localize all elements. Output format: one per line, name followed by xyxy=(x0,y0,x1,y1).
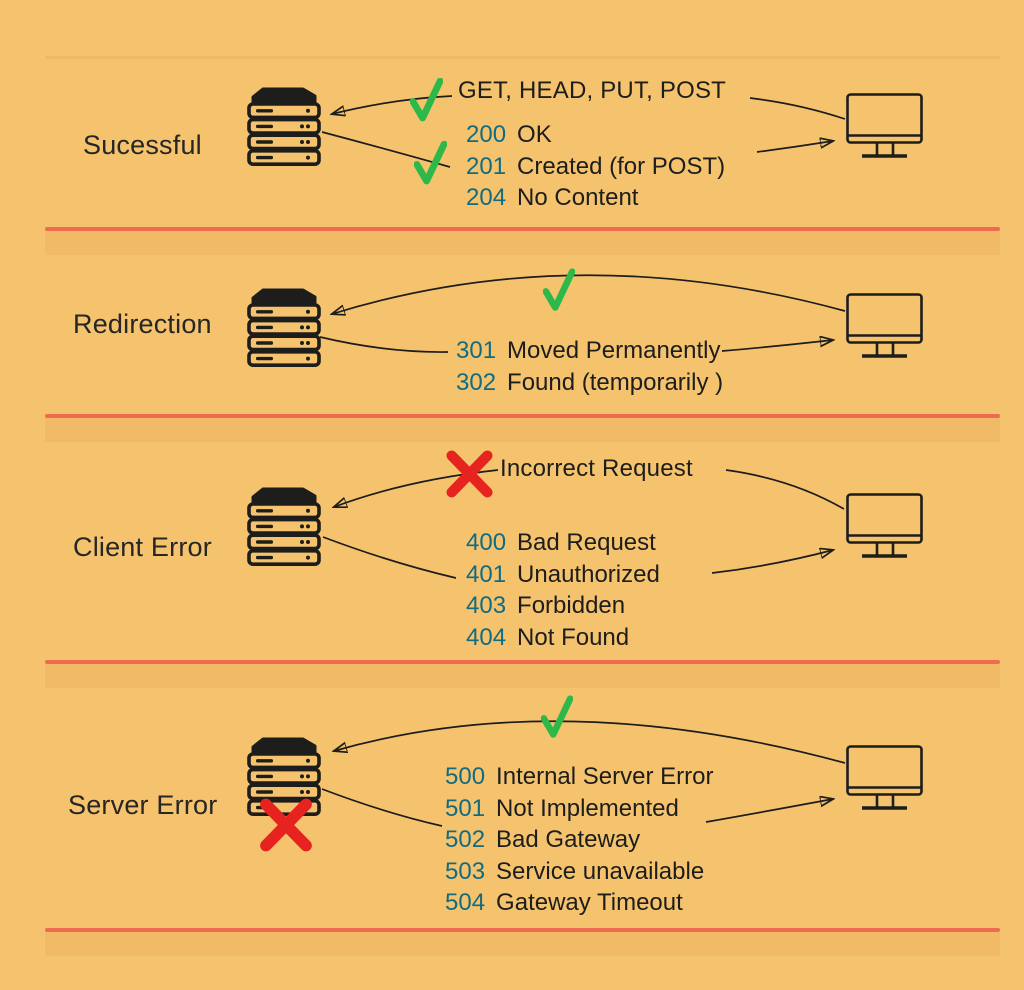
status-desc: Found (temporarily ) xyxy=(507,368,724,396)
top-divider xyxy=(45,56,1000,59)
status-desc: Gateway Timeout xyxy=(496,889,683,916)
cross-icon xyxy=(257,796,315,853)
status-desc: No Content xyxy=(517,184,639,211)
cross-icon xyxy=(446,447,493,500)
status-code-list: 301 Moved Permanently 302 Found (tempora… xyxy=(456,335,723,398)
status-code-row: 400 Bad Request xyxy=(466,527,660,559)
status-code: 404 xyxy=(466,623,507,651)
server-icon xyxy=(246,87,322,167)
status-code-row: 201 Created (for POST) xyxy=(466,151,725,183)
status-desc: Not Implemented xyxy=(496,794,679,822)
request-methods-text: GET, HEAD, PUT, POST xyxy=(458,77,727,104)
status-code-row: 503 Service unavailable xyxy=(445,856,713,888)
status-code-row: 302 Found (temporarily ) xyxy=(456,367,723,399)
status-code: 204 xyxy=(466,184,507,211)
status-code: 401 xyxy=(466,560,507,588)
status-desc: Forbidden xyxy=(517,592,626,619)
bottom-divider xyxy=(45,928,1000,956)
monitor-icon xyxy=(846,745,924,811)
section-divider-1 xyxy=(45,227,1000,255)
status-code: 201 xyxy=(466,152,507,180)
request-error-text: Incorrect Request xyxy=(500,455,693,482)
status-desc: Internal Server Error xyxy=(496,763,714,790)
status-code: 500 xyxy=(445,763,486,790)
monitor-icon xyxy=(846,293,924,359)
server-icon xyxy=(246,487,322,567)
checkmark-icon xyxy=(414,141,447,186)
section-label-client-error: Client Error xyxy=(73,532,212,562)
status-code: 200 xyxy=(466,121,507,148)
checkmark-icon xyxy=(541,695,573,740)
server-icon xyxy=(246,288,322,368)
status-code-list: 400 Bad Request 401 Unauthorized 403 For… xyxy=(466,527,660,653)
section-label-successful: Sucessful xyxy=(83,130,202,160)
status-desc: Not Found xyxy=(517,623,630,651)
monitor-icon xyxy=(846,93,924,159)
status-code-list: 200 OK 201 Created (for POST) 204 No Con… xyxy=(466,119,725,214)
status-code-row: 500 Internal Server Error xyxy=(445,761,713,793)
status-desc: Created (for POST) xyxy=(517,152,726,180)
checkmark-icon xyxy=(410,78,443,123)
status-desc: Service unavailable xyxy=(496,857,705,885)
status-code-row: 501 Not Implemented xyxy=(445,793,713,825)
status-code-row: 403 Forbidden xyxy=(466,590,660,622)
status-code: 400 xyxy=(466,529,507,556)
status-desc: OK xyxy=(517,121,552,148)
status-code: 502 xyxy=(445,826,486,853)
monitor-icon xyxy=(846,493,924,559)
status-desc: Moved Permanently xyxy=(507,337,721,364)
status-code: 403 xyxy=(466,592,507,619)
status-code-row: 504 Gateway Timeout xyxy=(445,887,713,919)
status-code-row: 204 No Content xyxy=(466,182,725,214)
status-code: 504 xyxy=(445,889,486,916)
status-code-row: 301 Moved Permanently xyxy=(456,335,723,367)
status-code: 302 xyxy=(456,368,497,396)
status-code: 503 xyxy=(445,857,486,885)
server-icon xyxy=(246,737,322,817)
section-label-redirection: Redirection xyxy=(73,309,212,339)
section-divider-3 xyxy=(45,660,1000,688)
status-code: 501 xyxy=(445,794,486,822)
status-desc: Unauthorized xyxy=(517,560,660,588)
checkmark-icon xyxy=(543,267,575,314)
status-desc: Bad Gateway xyxy=(496,826,641,853)
section-divider-2 xyxy=(45,414,1000,442)
section-label-server-error: Server Error xyxy=(68,790,218,820)
status-code-row: 401 Unauthorized xyxy=(466,559,660,591)
status-desc: Bad Request xyxy=(517,529,656,556)
status-code-row: 404 Not Found xyxy=(466,622,660,654)
status-code-row: 502 Bad Gateway xyxy=(445,824,713,856)
status-code: 301 xyxy=(456,337,497,364)
status-code-list: 500 Internal Server Error 501 Not Implem… xyxy=(445,761,713,919)
status-code-row: 200 OK xyxy=(466,119,725,151)
